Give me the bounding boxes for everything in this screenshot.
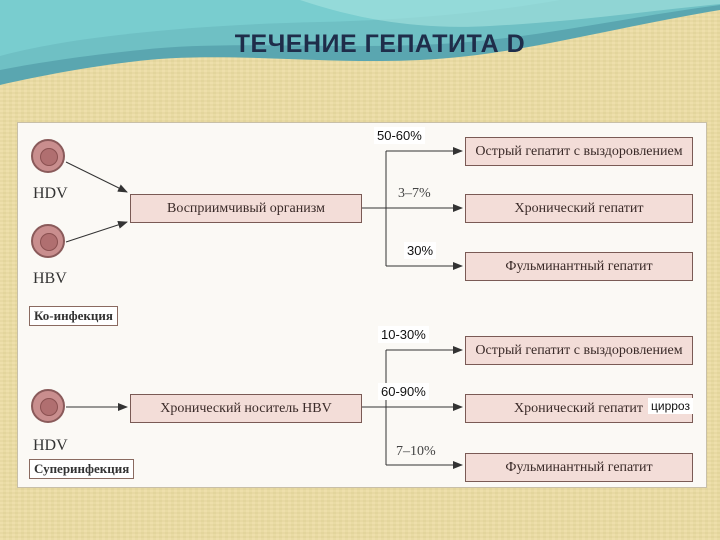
percent-acute-1: 50-60% [374, 127, 425, 144]
hdv-label-bottom: HDV [33, 437, 68, 454]
acute-hepatitis-box-2: Острый гепатит с выздоровлением [465, 336, 693, 365]
hdv-virus-icon [31, 139, 65, 173]
hdv-label-top: HDV [33, 185, 68, 202]
percent-chronic-2: 60-90% [378, 383, 429, 400]
chronic-hepatitis-box-1: Хронический гепатит [465, 194, 693, 223]
hbv-carrier-box: Хронический носитель HBV [130, 394, 362, 423]
header-wave-decoration [0, 0, 720, 85]
cirrhosis-label: цирроз [648, 398, 693, 414]
fulminant-hepatitis-box-2: Фульминантный гепатит [465, 453, 693, 482]
percent-acute-2: 10-30% [378, 326, 429, 343]
coinfection-label: Ко-инфекция [29, 306, 118, 326]
percent-chronic-1: 3–7% [398, 186, 431, 201]
hbv-virus-icon [31, 224, 65, 258]
susceptible-host-box: Восприимчивый организм [130, 194, 362, 223]
diagram-panel [17, 122, 707, 488]
fulminant-hepatitis-box-1: Фульминантный гепатит [465, 252, 693, 281]
percent-fulminant-2: 7–10% [396, 444, 436, 459]
slide-title: ТЕЧЕНИЕ ГЕПАТИТА D [234, 30, 526, 58]
acute-hepatitis-box-1: Острый гепатит с выздоровлением [465, 137, 693, 166]
superinfection-label: Суперинфекция [29, 459, 135, 479]
hbv-label: HBV [33, 270, 67, 287]
percent-fulminant-1: 30% [404, 242, 437, 259]
hdv-virus-icon-super [31, 389, 65, 423]
